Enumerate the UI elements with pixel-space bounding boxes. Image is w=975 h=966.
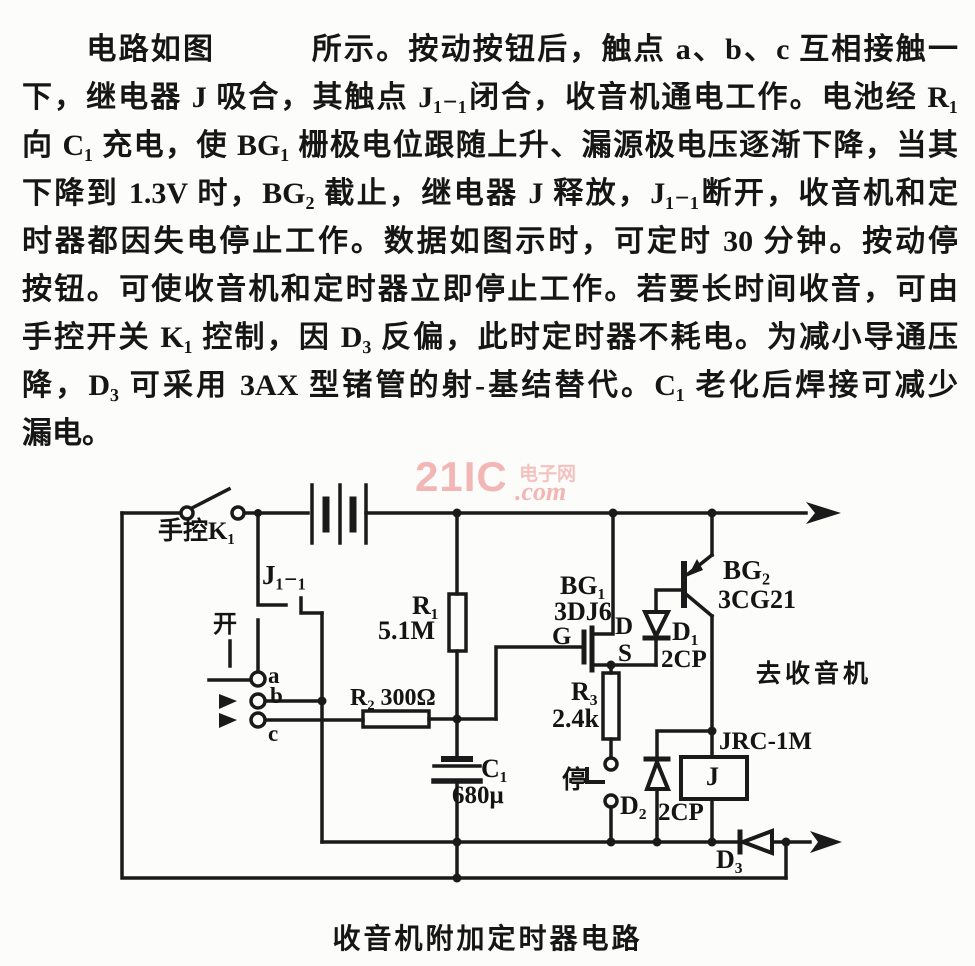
article-line: 下降到 1.3V 时，BG₂ 截止，继电器 J 释放，J₁₋₁断开，收音机和定 <box>22 177 958 210</box>
circuit-label-c1-name: C₁ <box>481 754 508 783</box>
diode-d2 <box>643 729 714 844</box>
output-arrow-top <box>806 502 841 524</box>
circuit-label-contact-j11: J₁₋₁ <box>262 560 306 590</box>
circuit-label-relay-j: J <box>706 762 719 791</box>
diode-d3 <box>737 828 842 856</box>
circuit-label-d2-name: D₂ <box>620 791 647 820</box>
circuit-label-stop: 停 <box>562 767 588 794</box>
circuit-label-d3-name: D₃ <box>716 845 743 874</box>
gate-wire <box>494 645 583 721</box>
fet-bg1 <box>581 511 658 673</box>
circuit-label-point-a: a <box>268 663 280 688</box>
circuit-label-r3-value: 2.4k <box>552 704 599 733</box>
article-line: 按钮。可使收音机和定时器立即停止工作。若要长时间收音，可由 <box>22 273 958 306</box>
top-rail <box>364 502 841 524</box>
circuit-label-r3-name: R₃ <box>571 677 598 706</box>
circuit-label-source: S <box>618 640 632 667</box>
circuit-label-relay-type: JRC-1M <box>719 728 813 755</box>
circuit-label-bg1-name: BG₁ <box>560 571 606 600</box>
battery-symbol <box>310 483 368 545</box>
article-line: 向 C₁ 充电，使 BG₁ 栅极电位跟随上升、漏源极电压逐渐下降，当其 <box>22 129 958 162</box>
circuit-label-point-b: b <box>270 683 283 708</box>
article-line: 下，继电器 J 吸合，其触点 J₁₋₁闭合，收音机通电工作。电池经 R₁ <box>22 81 958 114</box>
circuit-label-d2-type: 2CP <box>658 799 704 826</box>
circuit-label-r1-name: R₁ <box>412 591 439 620</box>
circuit-label-drain: D <box>615 613 634 640</box>
relay-contact-j1-1 <box>256 511 324 844</box>
article-line: 电路如图 所示。按动按钮后，触点 a、b、c 互相接触一 <box>22 33 958 66</box>
circuit-label-switch-k1: 手控K₁ <box>158 518 235 545</box>
output-arrow-bottom <box>810 831 842 853</box>
circuit-label-c1-value: 680μ <box>452 782 504 809</box>
capacitor-c1 <box>431 756 483 880</box>
circuit-label-r1-value: 5.1M <box>378 616 436 645</box>
article-line: 降，D₃ 可采用 3AX 型锗管的射-基结替代。C₁ 老化后焊接可减少 <box>22 369 958 402</box>
resistor-r1 <box>447 511 468 762</box>
relay-j-box <box>679 755 749 844</box>
circuit-label-bg1-type: 3DJ6 <box>554 597 612 626</box>
circuit-label-d1-name: D₁ <box>672 617 699 646</box>
article-text: 电路如图 所示。按动按钮后，触点 a、b、c 互相接触一 下，继电器 J 吸合，… <box>22 26 958 458</box>
resistor-r2 <box>361 709 498 729</box>
pushbutton-contacts-abc <box>207 618 365 729</box>
circuit-label-bg2-name: BG₂ <box>723 555 771 585</box>
wire-left-and-bottom <box>120 511 788 880</box>
stop-button <box>585 756 619 844</box>
circuit-label-kai: 开 <box>213 612 237 638</box>
article-line: 漏电。 <box>22 417 112 450</box>
resistor-r3 <box>601 663 621 759</box>
circuit-label-bg2-type: 3CG21 <box>718 585 796 614</box>
circuit-label-gate: G <box>552 623 572 650</box>
switch-k1 <box>120 486 310 521</box>
diode-d1 <box>641 588 683 667</box>
circuit-label-to-radio: 去收音机 <box>756 661 873 688</box>
circuit-label-point-c: c <box>268 721 279 746</box>
junction-dots <box>254 508 791 883</box>
circuit-label-d1-type: 2CP <box>661 646 707 673</box>
circuit-label-r2-value: R₂ 300Ω <box>350 685 436 711</box>
article-line: 时器都因失电停止工作。数据如图示时，可定时 30 分钟。按动停 <box>22 225 958 258</box>
figure-caption: 收音机附加定时器电路 <box>332 924 643 955</box>
article-line: 手控开关 K₁ 控制，因 D₃ 反偏，此时定时器不耗电。为减小导通压 <box>22 321 958 354</box>
